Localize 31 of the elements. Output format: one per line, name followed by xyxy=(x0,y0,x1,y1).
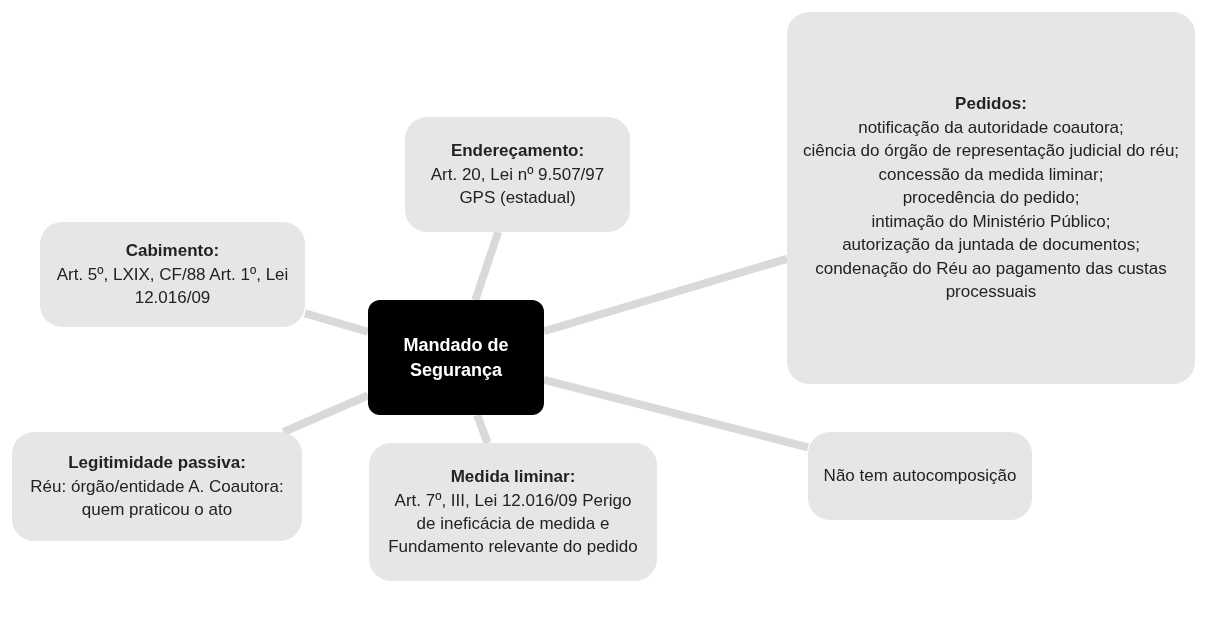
topic-text: Art. 7º, III, Lei 12.016/09 Perigo de ineficácia de medida e Fundamento relevante do pedido xyxy=(387,489,639,559)
connector-line xyxy=(471,230,502,302)
topic-text: notificação da autoridade coautora; xyxy=(858,116,1124,139)
connector-line xyxy=(303,309,370,336)
connector-line xyxy=(473,413,492,445)
topic-box xyxy=(787,12,1195,384)
topic-text: Art. 5º, LXIX, CF/88 Art. 1º, Lei 12.016/09 xyxy=(55,263,290,310)
topic-text: autorização da juntada de documentos; xyxy=(842,234,1140,257)
topic-box xyxy=(369,443,657,581)
topic-text: concessão da medida liminar; xyxy=(878,163,1104,186)
topic-text: Art. 20, Lei nº 9.507/97 GPS (estadual) xyxy=(429,163,606,210)
topic-text: Réu: órgão/entidade A. Coautora: quem praticou o ato xyxy=(29,475,285,522)
topic-box xyxy=(808,432,1032,520)
topic-text: ciência do órgão de representação judicial do réu; xyxy=(802,140,1180,163)
topic-text: procedência do pedido; xyxy=(902,187,1080,210)
topic-box xyxy=(40,222,305,327)
connector-line xyxy=(543,376,809,452)
topic-box xyxy=(405,117,630,232)
topic-heading: Cabimento: xyxy=(125,240,220,263)
connector-line xyxy=(281,391,370,436)
topic-text: Não tem autocomposição xyxy=(823,465,1017,488)
topic-heading: Medida liminar: xyxy=(450,466,576,489)
topic-text: Mandado de Segurança xyxy=(402,333,510,382)
topic-text: condenação do Réu ao pagamento das custas processuais xyxy=(814,257,1168,304)
topic-heading: Endereçamento: xyxy=(450,140,585,163)
central-topic-box xyxy=(368,300,544,415)
connector-line xyxy=(542,255,789,336)
topic-box xyxy=(12,432,302,541)
topic-heading: Pedidos: xyxy=(955,93,1027,116)
topic-text: intimação do Ministério Público; xyxy=(871,210,1111,233)
topic-heading: Legitimidade passiva: xyxy=(68,452,246,475)
